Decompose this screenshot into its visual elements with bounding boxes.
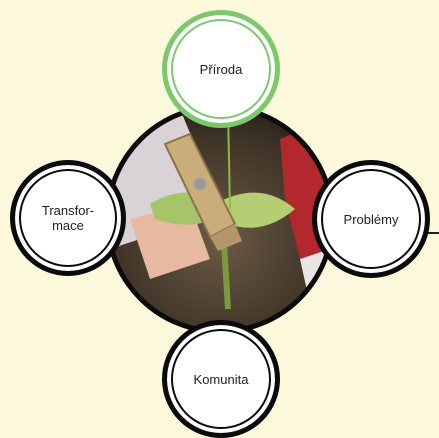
node-priroda-label: Příroda bbox=[199, 61, 243, 77]
cycle-diagram: Příroda Transfor- mace Problémy Komunita bbox=[10, 10, 439, 438]
connector-line bbox=[425, 232, 439, 234]
node-transformace-label: Transfor- mace bbox=[41, 203, 95, 233]
node-komunita-label: Komunita bbox=[193, 371, 249, 387]
node-komunita[interactable]: Komunita bbox=[162, 320, 280, 438]
node-problemy[interactable]: Problémy bbox=[312, 160, 430, 278]
node-transformace[interactable]: Transfor- mace bbox=[10, 160, 126, 276]
node-problemy-label: Problémy bbox=[343, 211, 399, 227]
center-photo bbox=[105, 104, 335, 334]
node-priroda[interactable]: Příroda bbox=[162, 10, 280, 128]
photo-clothespin-leaf-icon bbox=[110, 109, 330, 329]
